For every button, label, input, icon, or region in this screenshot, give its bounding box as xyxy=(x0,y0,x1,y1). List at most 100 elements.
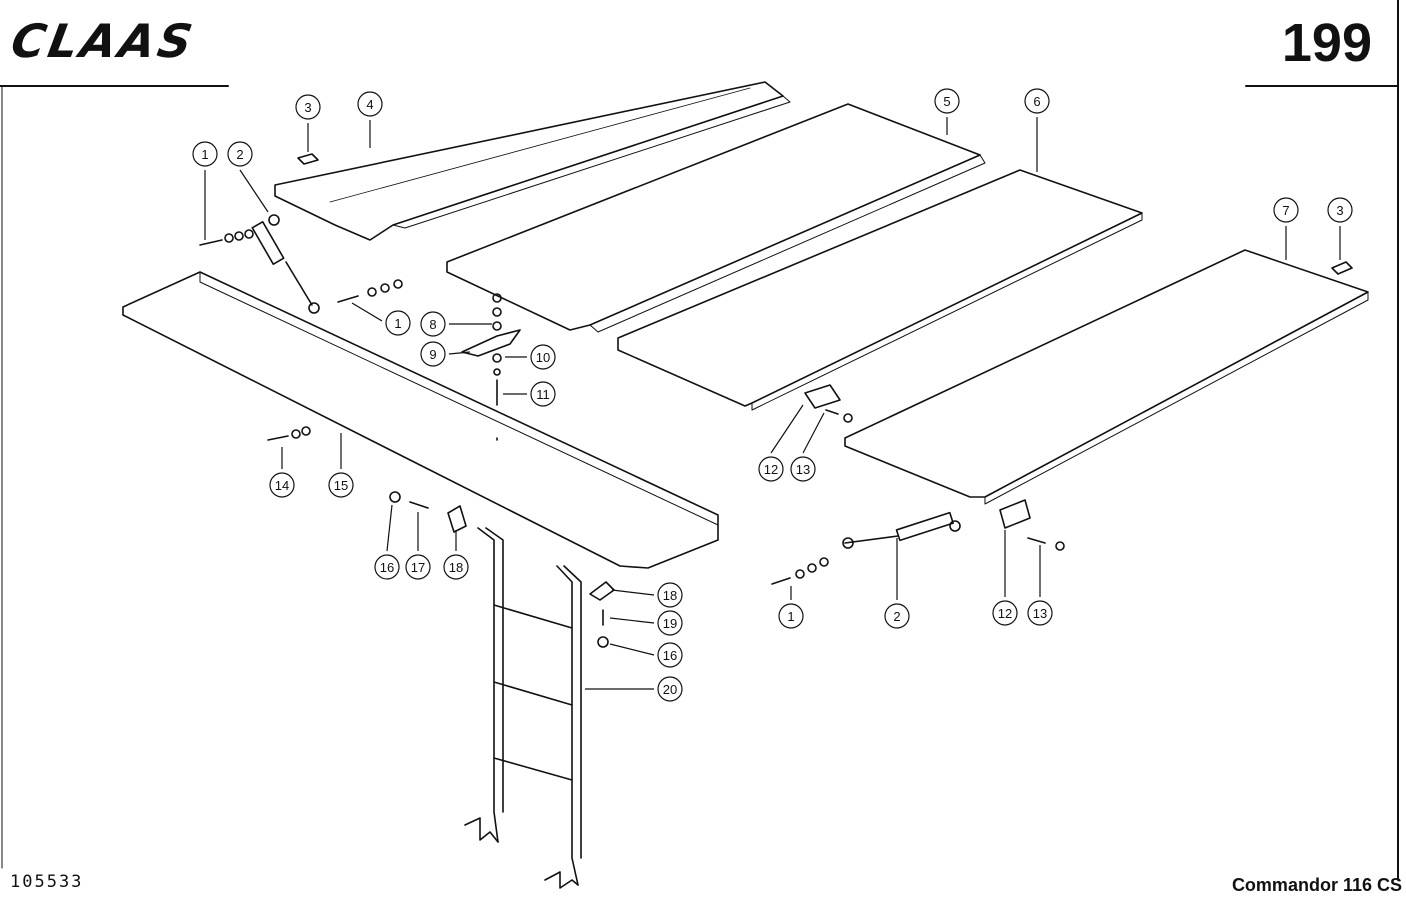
callout-label: 4 xyxy=(366,97,373,112)
callout-20: 20 xyxy=(585,676,683,702)
leader-line xyxy=(351,302,383,322)
leader-line xyxy=(609,643,655,656)
leader-line xyxy=(611,589,655,596)
callout-10: 10 xyxy=(505,344,556,370)
callout-circle xyxy=(657,582,683,608)
callout-16: 16 xyxy=(374,504,400,580)
callout-label: 10 xyxy=(536,350,550,365)
callout-circle xyxy=(1027,600,1053,626)
callout-circle xyxy=(227,141,253,167)
callout-6: 6 xyxy=(1024,88,1050,172)
leader-line xyxy=(609,617,655,624)
callout-circle xyxy=(269,472,295,498)
callout-circle xyxy=(657,642,683,668)
fastener-set-center xyxy=(461,293,521,441)
callout-2: 2 xyxy=(884,538,910,629)
gas-strut-right xyxy=(842,511,961,549)
panel-6 xyxy=(617,169,1143,411)
leader-line xyxy=(239,169,269,213)
callout-13: 13 xyxy=(1027,545,1053,626)
callout-label: 1 xyxy=(787,609,794,624)
ladder-20 xyxy=(464,527,582,889)
callout-12: 12 xyxy=(992,530,1018,626)
callout-17: 17 xyxy=(405,512,431,580)
callout-14: 14 xyxy=(269,447,295,498)
callout-circle xyxy=(657,676,683,702)
panel-4 xyxy=(274,81,791,241)
callout-circle xyxy=(884,603,910,629)
callout-circle xyxy=(530,344,556,370)
callout-16: 16 xyxy=(609,642,683,668)
callout-label: 17 xyxy=(411,560,425,575)
callout-label: 1 xyxy=(201,147,208,162)
model-name: Commandor 116 CS xyxy=(1231,875,1402,895)
callout-circle xyxy=(443,554,469,580)
callout-circle xyxy=(992,600,1018,626)
callout-8: 8 xyxy=(420,311,492,337)
callout-label: 13 xyxy=(1033,606,1047,621)
callout-circle xyxy=(374,554,400,580)
callout-label: 5 xyxy=(943,94,950,109)
gas-strut-left xyxy=(251,214,320,314)
callout-circle xyxy=(778,603,804,629)
callout-label: 14 xyxy=(275,478,289,493)
callout-label: 20 xyxy=(663,682,677,697)
callout-18: 18 xyxy=(443,530,469,580)
callout-label: 16 xyxy=(663,648,677,663)
callout-5: 5 xyxy=(934,88,960,135)
callout-circle xyxy=(1024,88,1050,114)
callout-label: 18 xyxy=(449,560,463,575)
fastener-set-left-top xyxy=(199,229,403,303)
callout-1: 1 xyxy=(192,141,218,240)
callout-label: 12 xyxy=(998,606,1012,621)
leader-line xyxy=(770,404,804,454)
callout-3: 3 xyxy=(1327,197,1353,260)
callout-circle xyxy=(328,472,354,498)
callout-3: 3 xyxy=(295,94,321,152)
callout-circle xyxy=(934,88,960,114)
callout-1: 1 xyxy=(778,586,804,629)
callout-label: 12 xyxy=(764,462,778,477)
callout-circle xyxy=(530,381,556,407)
callout-9: 9 xyxy=(420,341,471,367)
fastener-set-15 xyxy=(267,426,311,441)
panel-7 xyxy=(844,249,1369,505)
callout-18: 18 xyxy=(611,582,683,608)
callout-circle xyxy=(1327,197,1353,223)
callout-circle xyxy=(405,554,431,580)
panel-15 xyxy=(122,271,719,569)
callout-circle xyxy=(420,341,446,367)
callout-label: 1 xyxy=(394,316,401,331)
callout-label: 11 xyxy=(536,387,550,402)
callout-circle xyxy=(357,91,383,117)
callout-label: 2 xyxy=(236,147,243,162)
callout-label: 3 xyxy=(304,100,311,115)
leader-line xyxy=(448,351,471,355)
callout-label: 18 xyxy=(663,588,677,603)
fastener-set-ladder xyxy=(389,491,615,648)
callout-circle xyxy=(657,610,683,636)
callout-label: 3 xyxy=(1336,203,1343,218)
callout-15: 15 xyxy=(328,433,354,498)
callout-label: 6 xyxy=(1033,94,1040,109)
panel-5 xyxy=(446,103,986,333)
callout-label: 9 xyxy=(429,347,436,362)
callout-13: 13 xyxy=(790,412,825,482)
callout-19: 19 xyxy=(609,610,683,636)
page-number: 199 xyxy=(1281,13,1372,73)
clip-3 xyxy=(297,153,1353,275)
leader-line xyxy=(386,504,393,552)
callout-label: 8 xyxy=(429,317,436,332)
document-number: 105533 xyxy=(10,872,84,892)
callout-label: 15 xyxy=(334,478,348,493)
hinge-set-right xyxy=(771,384,1065,585)
callout-circle xyxy=(420,311,446,337)
callout-11: 11 xyxy=(503,381,556,407)
callout-circle xyxy=(385,310,411,336)
callout-label: 16 xyxy=(380,560,394,575)
callout-12: 12 xyxy=(758,404,804,482)
callout-circle xyxy=(758,456,784,482)
callout-circle xyxy=(790,456,816,482)
callout-7: 7 xyxy=(1273,197,1299,260)
